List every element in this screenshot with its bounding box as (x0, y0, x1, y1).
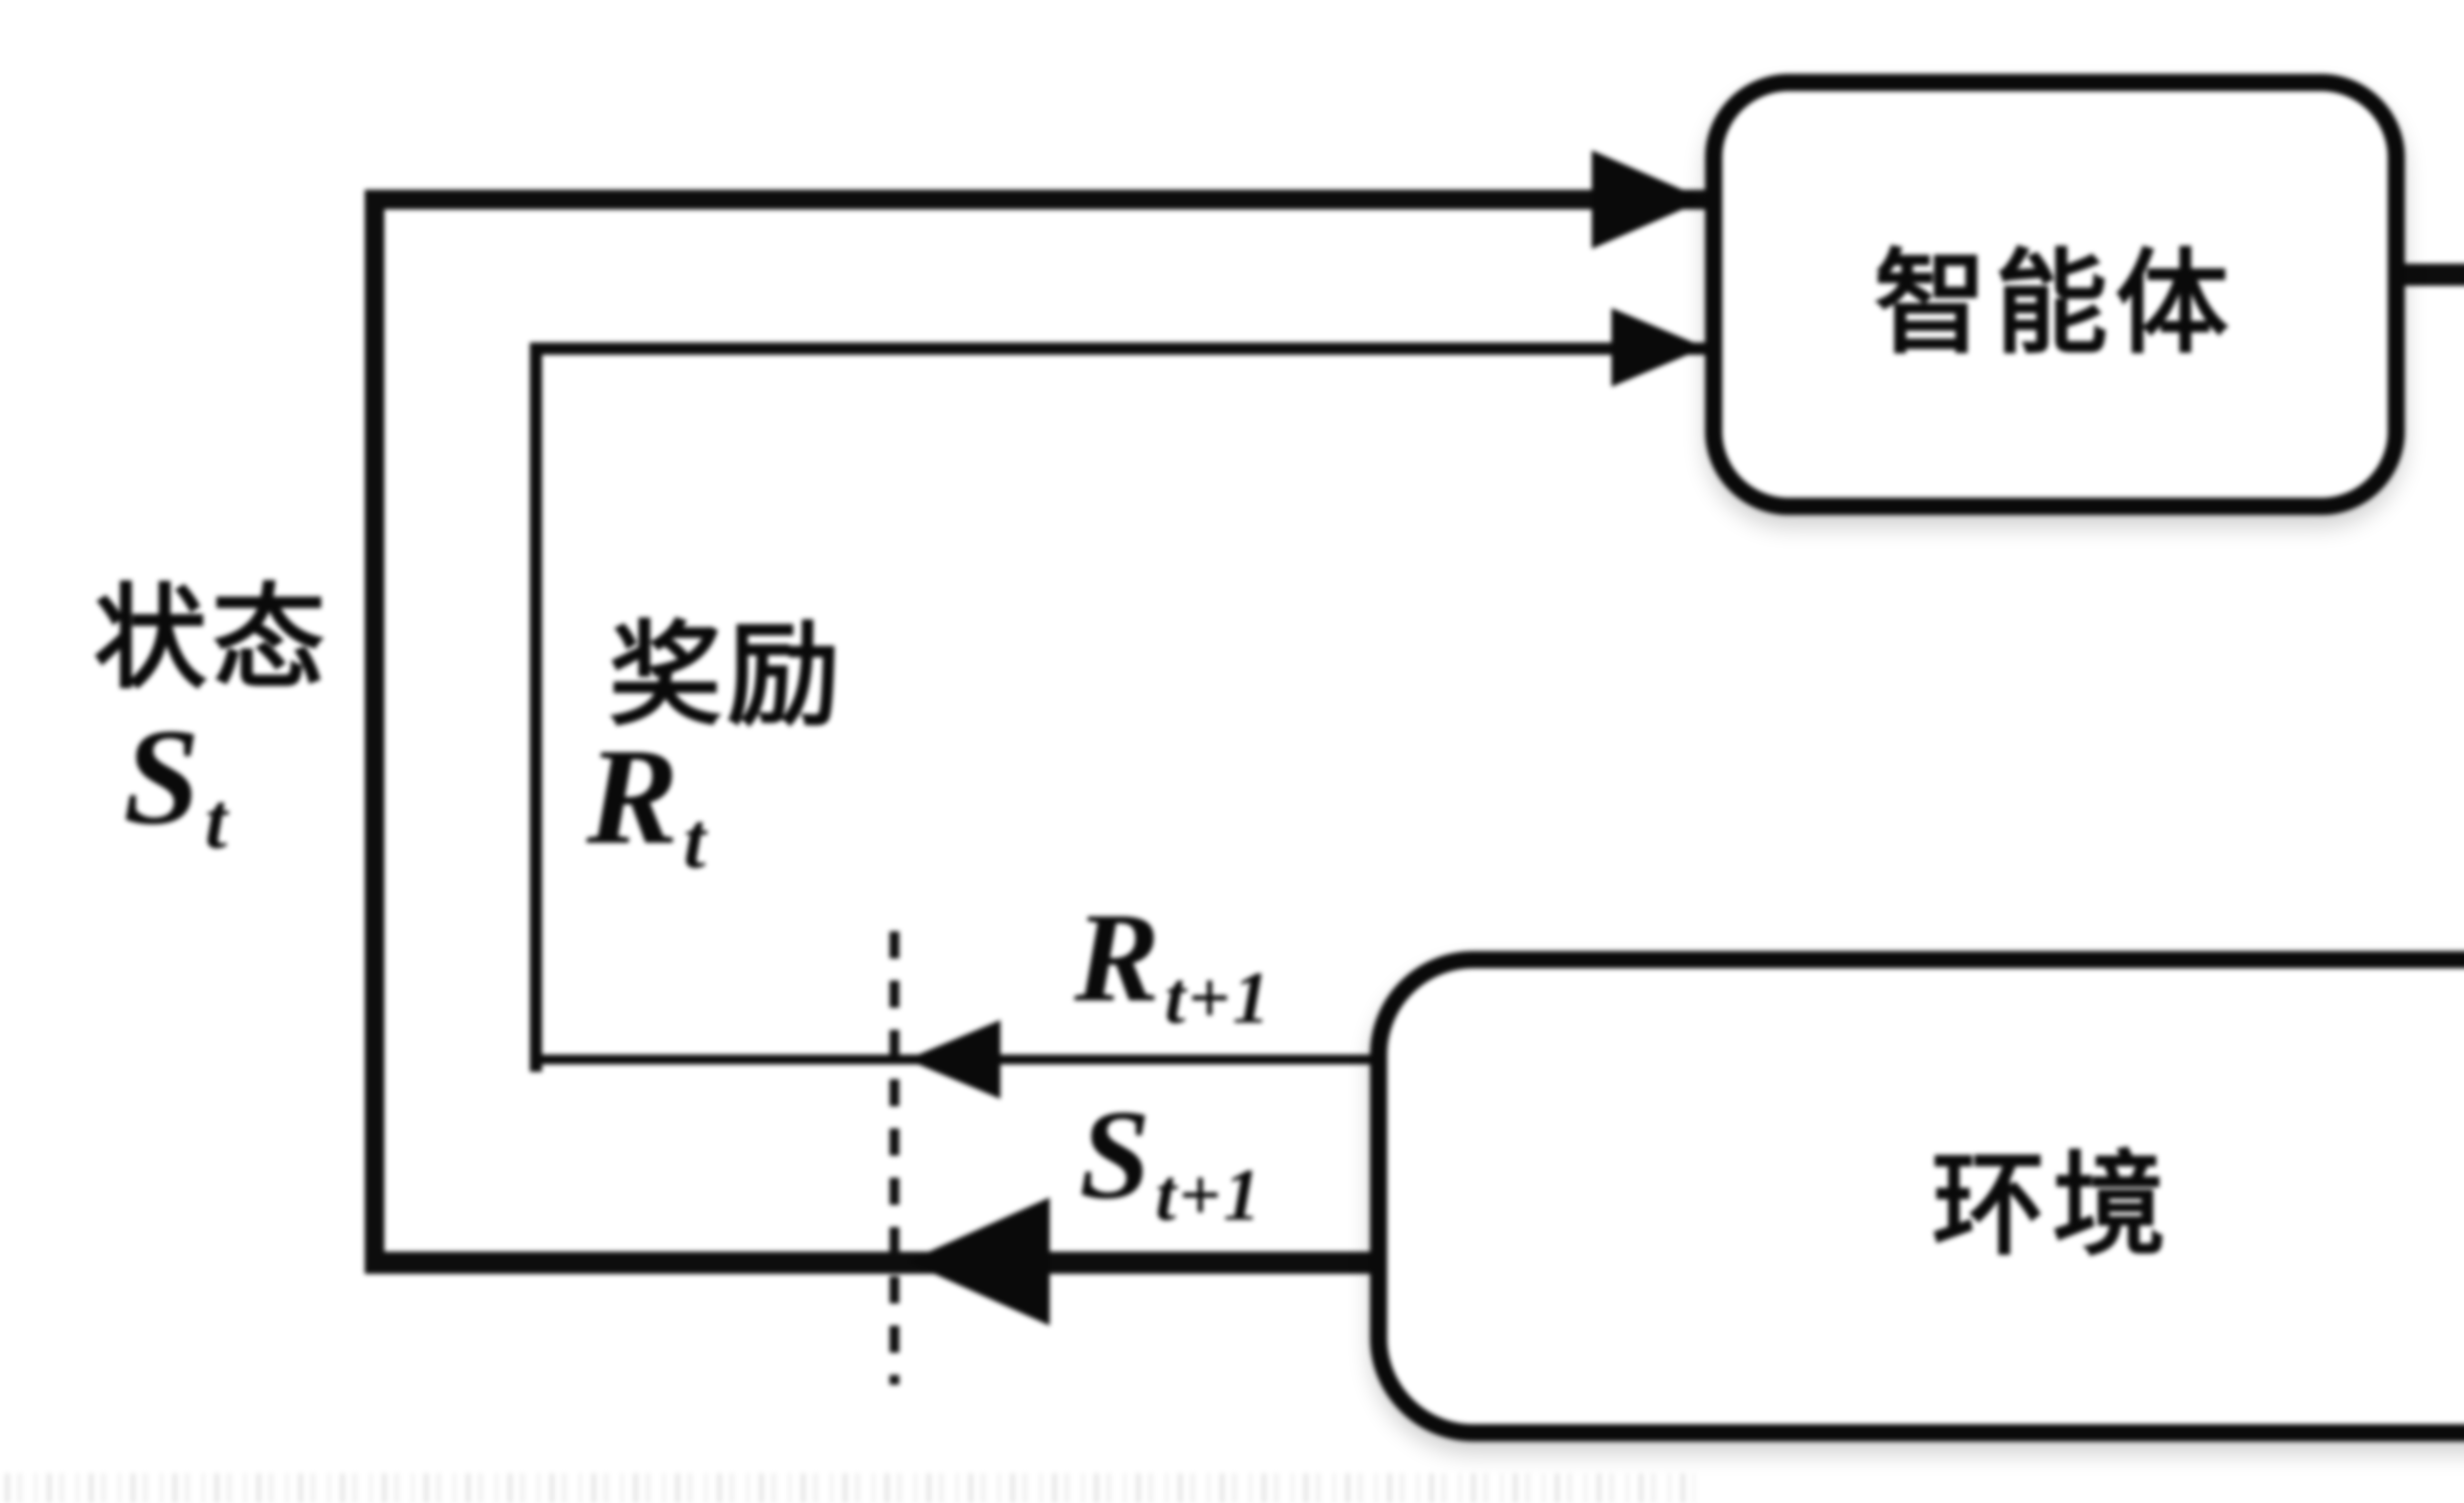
next-state-arrowhead-icon (907, 1197, 1050, 1326)
next-reward-symbol-base: R (1074, 889, 1160, 1030)
next-state-symbol-subscript: t+1 (1155, 1153, 1263, 1237)
reward-to-agent-line (530, 342, 1705, 355)
reward-label: 奖励 (609, 614, 845, 739)
state-symbol-subscript: t (205, 778, 230, 867)
next-state-symbol-base: S (1079, 1087, 1151, 1227)
state-into-agent-arrowhead-icon (1592, 150, 1705, 249)
next-reward-arrowhead-icon (907, 1020, 1000, 1099)
next-state-line (375, 1252, 1370, 1274)
state-label: 状态 (94, 577, 330, 702)
reward-into-agent-arrowhead-icon (1611, 308, 1705, 387)
agent-box: 智能体 (1705, 74, 2405, 515)
next-reward-symbol-subscript: t+1 (1164, 956, 1272, 1040)
time-step-boundary-dashed-line (890, 931, 899, 1385)
environment-box: 环境 (1370, 951, 2464, 1441)
state-to-agent-line (365, 190, 1705, 209)
reward-feedback-line-vertical (530, 342, 542, 1072)
state-symbol-base: S (123, 702, 200, 855)
environment-label: 环境 (1932, 1142, 2173, 1268)
state-feedback-line-vertical (365, 190, 384, 1274)
reward-symbol-base: R (586, 722, 679, 875)
cropped-caption-fragment (5, 1473, 1695, 1503)
reward-symbol-subscript: t (683, 797, 708, 887)
agent-label: 智能体 (1874, 240, 2236, 366)
